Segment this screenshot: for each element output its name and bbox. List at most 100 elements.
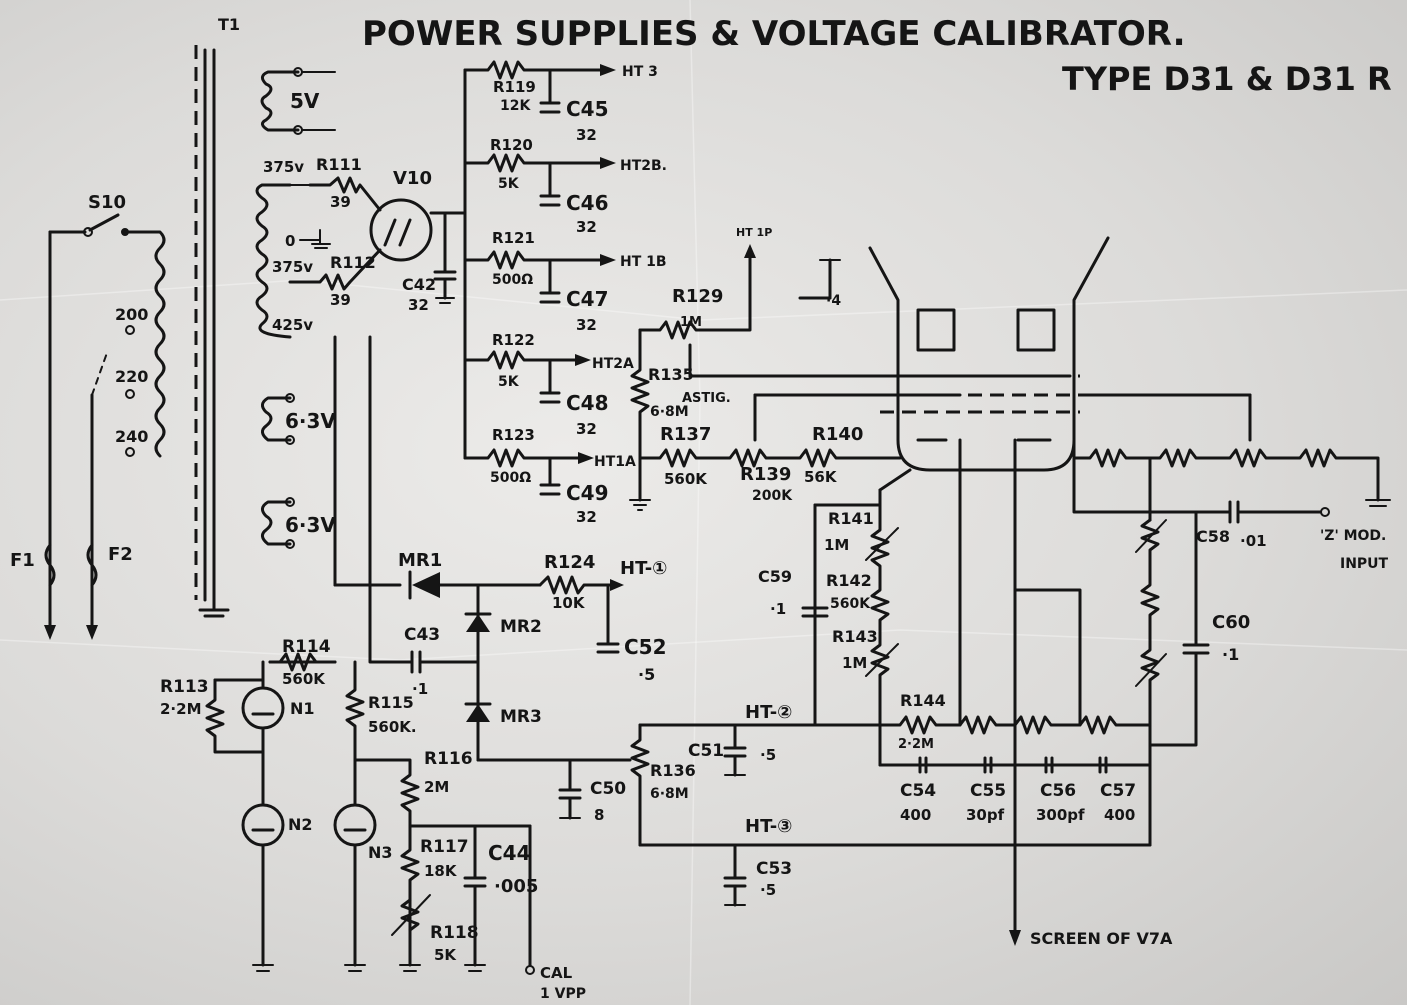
svg-text:R123: R123 (492, 426, 535, 444)
svg-text:R143: R143 (832, 627, 878, 646)
svg-text:·1: ·1 (1222, 645, 1239, 664)
svg-text:R124: R124 (544, 552, 595, 573)
svg-text:1M: 1M (824, 536, 849, 554)
svg-text:32: 32 (408, 296, 429, 314)
svg-text:5V: 5V (290, 89, 320, 113)
svg-text:18K: 18K (424, 862, 458, 880)
fuse-f1: F1 (10, 543, 56, 640)
svg-text:375v: 375v (263, 158, 304, 176)
svg-text:'Z' MOD.: 'Z' MOD. (1320, 528, 1386, 544)
svg-text:375v: 375v (272, 258, 313, 276)
r111-value: 39 (330, 193, 351, 211)
svg-text:C44: C44 (488, 841, 531, 865)
svg-text:HT 3: HT 3 (622, 64, 658, 80)
crt-dot-label: ·4 (826, 293, 841, 309)
ht3-row: HT 3 R119 12K C45 32 (463, 60, 658, 144)
svg-text:R140: R140 (812, 424, 863, 445)
svg-text:V10: V10 (393, 168, 432, 189)
svg-text:300pf: 300pf (1036, 806, 1085, 824)
svg-text:R141: R141 (828, 509, 874, 528)
ht2b-row: HT2B. R120 5K C46 32 (463, 136, 667, 236)
svg-text:32: 32 (576, 316, 597, 334)
svg-text:·5: ·5 (638, 665, 655, 684)
svg-text:F2: F2 (108, 544, 133, 565)
svg-text:32: 32 (576, 126, 597, 144)
svg-text:C52: C52 (624, 635, 667, 659)
svg-text:6·8M: 6·8M (650, 786, 689, 802)
svg-text:5K: 5K (498, 176, 520, 192)
svg-text:6·8M: 6·8M (650, 404, 689, 420)
svg-text:HT-①: HT-① (620, 558, 667, 579)
svg-text:F1: F1 (10, 550, 35, 571)
svg-text:C47: C47 (566, 287, 609, 311)
svg-text:C55: C55 (970, 781, 1006, 801)
deflection-left: R141 1M R142 560K R143 1M C59 ·1 (758, 468, 912, 727)
svg-text:30pf: 30pf (966, 806, 1005, 824)
svg-text:R129: R129 (672, 286, 723, 307)
svg-text:R135: R135 (648, 365, 694, 384)
ht1a-row: HT1A R123 500Ω C49 32 (463, 426, 636, 526)
svg-text:ASTIG.: ASTIG. (682, 391, 731, 406)
svg-text:R117: R117 (420, 837, 469, 857)
rectifier-tube-v10: V10 (288, 168, 467, 291)
deflection-chain: R144 2·2M C54 400 C55 30pf C56 300pf C57… (878, 438, 1173, 948)
svg-text:400: 400 (900, 806, 931, 824)
svg-text:560K: 560K (664, 470, 708, 488)
svg-text:R137: R137 (660, 424, 711, 445)
svg-text:32: 32 (576, 218, 597, 236)
winding-6v3-a: 6·3V (261, 393, 336, 445)
svg-text:MR1: MR1 (398, 550, 442, 571)
svg-text:S10: S10 (88, 192, 126, 213)
svg-text:R139: R139 (740, 464, 791, 485)
svg-text:200K: 200K (752, 488, 793, 504)
svg-text:HT 1B: HT 1B (620, 254, 667, 270)
svg-text:HT-③: HT-③ (745, 816, 792, 837)
svg-text:500Ω: 500Ω (492, 272, 533, 288)
svg-text:500Ω: 500Ω (490, 470, 531, 486)
svg-text:C48: C48 (566, 391, 609, 415)
svg-text:MR3: MR3 (500, 707, 542, 727)
svg-text:2·2M: 2·2M (898, 737, 934, 752)
svg-text:C54: C54 (900, 781, 936, 801)
svg-text:400: 400 (1104, 806, 1135, 824)
svg-text:MR2: MR2 (500, 617, 542, 637)
svg-text:R114: R114 (282, 637, 331, 657)
svg-text:32: 32 (576, 508, 597, 526)
svg-text:HT2A: HT2A (592, 356, 634, 372)
svg-text:425v: 425v (272, 316, 313, 334)
svg-text:C45: C45 (566, 97, 609, 121)
r111-label: R111 (316, 155, 362, 174)
svg-text:R122: R122 (492, 331, 535, 349)
ht2a-row: HT2A R122 5K C48 32 (463, 331, 634, 438)
svg-text:220: 220 (115, 367, 148, 386)
svg-text:R121: R121 (492, 229, 535, 247)
transformer-t1: T1 (194, 15, 240, 618)
svg-text:C49: C49 (566, 481, 609, 505)
svg-text:C59: C59 (758, 567, 792, 586)
svg-text:R113: R113 (160, 677, 209, 697)
svg-text:N3: N3 (368, 843, 393, 862)
svg-text:R136: R136 (650, 761, 696, 780)
svg-text:R119: R119 (493, 78, 536, 96)
svg-text:C57: C57 (1100, 781, 1136, 801)
rectifier-stack: MR2 MR3 (464, 583, 572, 762)
capacitor-c42: C42 32 (402, 211, 457, 314)
svg-text:C43: C43 (404, 625, 440, 645)
r112-label: R112 (330, 253, 376, 272)
winding-ht: 375v 0 375v 425v (255, 158, 331, 339)
svg-text:N1: N1 (290, 699, 315, 718)
svg-text:CAL: CAL (540, 964, 573, 982)
svg-text:C50: C50 (590, 779, 626, 799)
svg-text:32: 32 (576, 420, 597, 438)
svg-text:10K: 10K (552, 594, 586, 612)
svg-text:C51: C51 (688, 741, 724, 761)
svg-text:12K: 12K (500, 98, 531, 114)
mains-switch-s10: S10 (48, 192, 152, 637)
svg-text:C46: C46 (566, 191, 609, 215)
calibrator-section: R114 560K N1 N2 R113 2·2M R115 560K. N3 … (160, 637, 586, 1002)
svg-text:560K.: 560K. (368, 718, 417, 736)
svg-text:6·3V: 6·3V (285, 513, 336, 537)
